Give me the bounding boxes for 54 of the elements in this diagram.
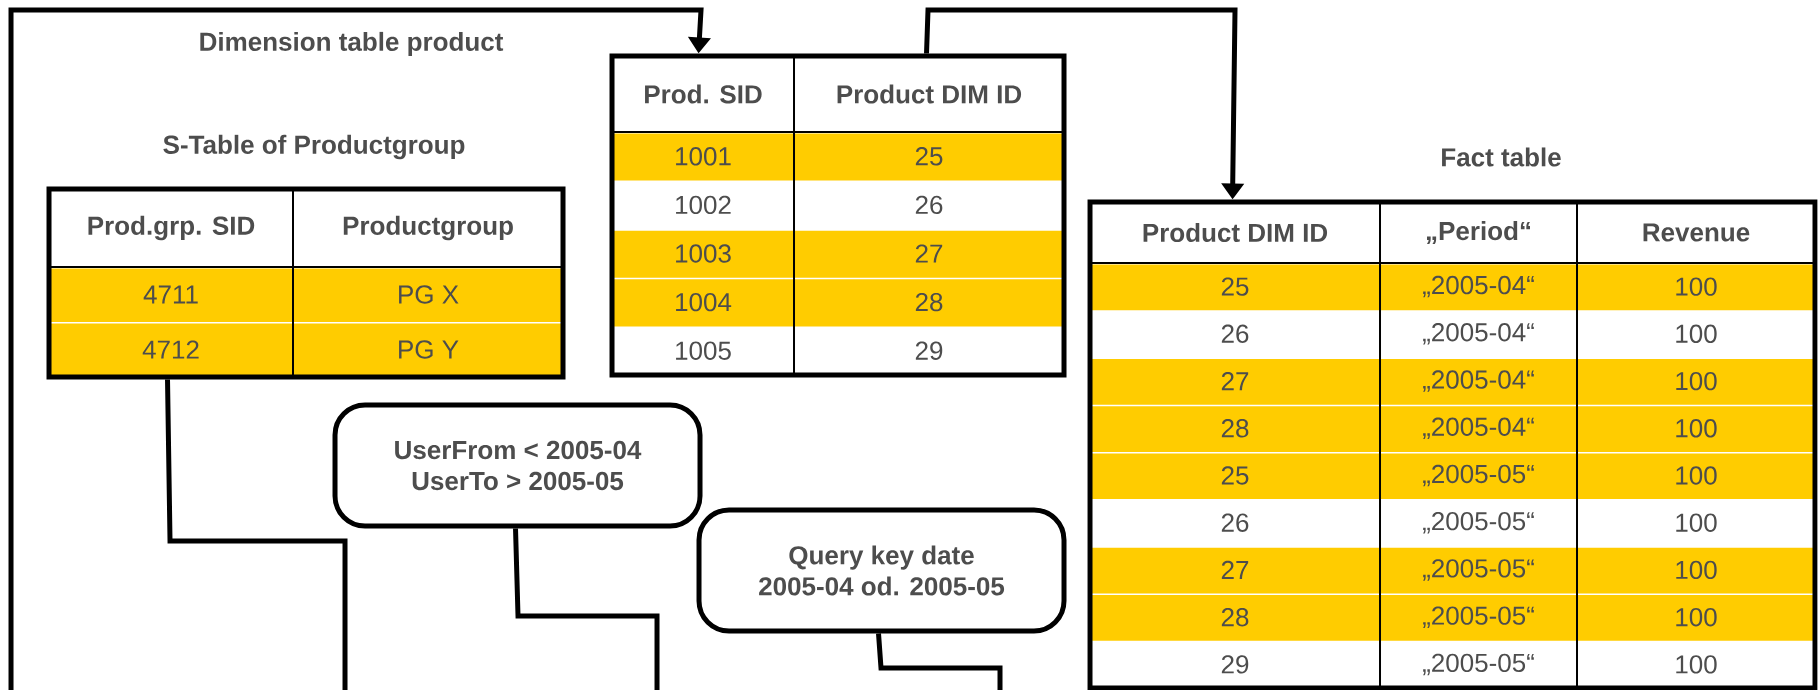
table-value: 1001 (676, 147, 731, 166)
column-header: Product DIM ID (1143, 222, 1328, 243)
table-value: „2005-05“ (1423, 653, 1534, 676)
rounded-callout-box: UserFrom < 2005-04 UserTo > 2005-05 (332, 402, 703, 529)
column-header: Product DIM ID (837, 84, 1022, 104)
table-value: 28 (1221, 608, 1249, 627)
column-header: „Period“ (1426, 221, 1531, 244)
table-value: „2005-05“ (1423, 511, 1534, 534)
table-value: „2005-05“ (1423, 559, 1534, 581)
table-value: „2005-05“ (1423, 606, 1534, 628)
table-value: 26 (1221, 513, 1249, 532)
column-header: Productgroup (343, 215, 513, 241)
column-header: Prod. SID (645, 84, 762, 104)
column-header: Prod.grp. SID (88, 215, 255, 241)
table-value: 4711 (143, 285, 198, 304)
table-value: „2005-04“ (1423, 417, 1534, 440)
table-value: 1005 (676, 341, 731, 360)
table-value: 100 (1676, 277, 1717, 296)
diagram-heading: Dimension table product (200, 31, 504, 57)
table-value: 27 (1221, 560, 1249, 579)
table-title: Fact table (1442, 147, 1561, 167)
table-value: 100 (1676, 513, 1717, 532)
table-value: „2005-04“ (1423, 323, 1534, 345)
table-value: 29 (915, 341, 943, 360)
table-value: 26 (1221, 324, 1249, 343)
table-value: 28 (915, 292, 943, 312)
table-value: 25 (915, 147, 943, 166)
table-value: 100 (1676, 324, 1717, 343)
table-value: PG Y (399, 340, 459, 359)
table-value: 1004 (676, 292, 732, 312)
table-value: 27 (915, 244, 943, 263)
table-value: 100 (1676, 371, 1717, 391)
table-value: 26 (915, 195, 943, 215)
table-value: 25 (1221, 277, 1249, 296)
connector-arrow (8, 7, 711, 690)
table-value: 100 (1676, 655, 1717, 674)
table-value: PG X (399, 285, 459, 304)
column-header: Revenue (1643, 223, 1750, 242)
table-value: 100 (1676, 608, 1717, 627)
table-value: 1002 (676, 195, 731, 215)
table-value: 29 (1221, 655, 1249, 674)
table-value: 100 (1676, 560, 1717, 580)
table-value: 28 (1221, 419, 1249, 438)
table-value: 25 (1221, 466, 1249, 485)
table-value: 4712 (142, 340, 199, 359)
rounded-callout-box: Query key date 2005-04 od. 2005-05 (696, 507, 1067, 634)
table-value: 100 (1676, 466, 1717, 485)
table-title: S-Table of Productgroup (163, 134, 465, 160)
table-value: 27 (1221, 372, 1249, 391)
table-value: 1003 (676, 244, 731, 263)
table-value: „2005-05“ (1423, 464, 1534, 487)
table-value: „2005-04“ (1423, 275, 1534, 298)
table-value: 100 (1676, 419, 1717, 438)
table-value: „2005-04“ (1423, 370, 1534, 392)
